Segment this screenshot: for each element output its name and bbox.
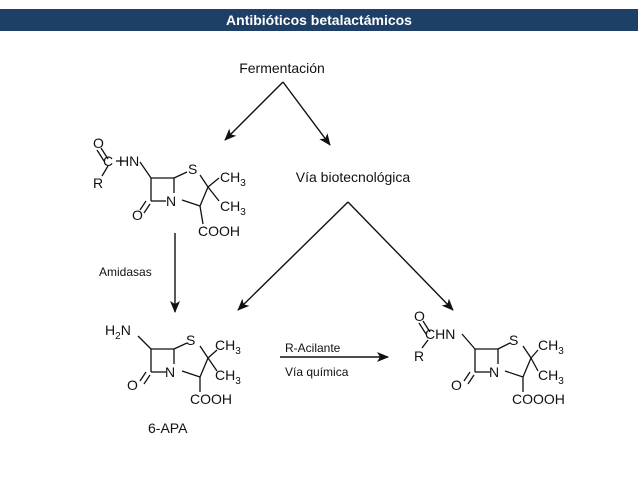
lactam-oxygen: O [127,377,138,393]
amide-nh: HN [119,153,139,169]
nitrogen-atom: N [489,364,499,380]
subscript-3: 3 [558,376,564,387]
arrow-to-penicillin [224,81,284,141]
semisynthetic-penicillin-structure: O CHN R O N S CH3 CH3 COOOH [414,308,565,407]
carboxyl-group: COOH [190,391,232,407]
subscript-2: 2 [115,331,121,342]
arrow-to-via-biotecnologica [282,81,331,146]
sulfur-atom: S [186,332,195,348]
carboxyl-group: COOH [198,223,240,239]
r-group: R [414,348,424,364]
nitrogen-atom: N [166,193,176,209]
subscript-3: 3 [558,346,564,357]
r-group: R [93,175,103,191]
amidasas-label: Amidasas [99,265,152,279]
methyl-group-2: CH3 [538,367,564,387]
ch-text: CH [220,169,240,185]
carbonyl-oxygen: O [93,135,104,151]
via-quimica-label: Vía química [285,365,349,379]
carboxyl-group: COOOH [512,391,565,407]
arrow-to-6apa [237,201,349,311]
subscript-3: 3 [240,207,246,218]
hn-text: HN [435,326,455,342]
fermentacion-label: Fermentación [239,60,325,76]
h-text: H [105,322,115,338]
sulfur-atom: S [188,161,197,177]
carbon-atom: C [103,153,113,169]
c-text: C [425,326,435,342]
subscript-3: 3 [235,376,241,387]
apa-label: 6-APA [148,420,188,436]
nitrogen-atom: N [165,364,175,380]
n-text: N [121,322,131,338]
acyl-chn: CHN [425,326,455,342]
r-acilante-label: R-Acilante [285,341,341,355]
penicillin-structure: O C R HN O N S CH3 CH3 COOH [93,135,246,239]
arrow-to-product [347,201,454,311]
page-title: Antibióticos betalactámicos [0,9,638,31]
amino-group: H2N [105,322,131,342]
6apa-structure: H2N O N S CH3 CH3 COOH [105,322,241,407]
ch-text: CH [538,367,558,383]
ch-text: CH [215,367,235,383]
via-biotecnologica-label: Vía biotecnológica [296,169,411,185]
lactam-oxygen: O [451,377,462,393]
methyl-group-2: CH3 [215,367,241,387]
ch-text: CH [215,337,235,353]
methyl-group-1: CH3 [538,337,564,357]
carbonyl-oxygen: O [414,308,425,324]
methyl-group-1: CH3 [215,337,241,357]
methyl-group-2: CH3 [220,198,246,218]
subscript-3: 3 [235,346,241,357]
sulfur-atom: S [509,332,518,348]
methyl-group-1: CH3 [220,169,246,189]
lactam-oxygen: O [132,207,143,223]
ch-text: CH [220,198,240,214]
subscript-3: 3 [240,178,246,189]
ch-text: CH [538,337,558,353]
